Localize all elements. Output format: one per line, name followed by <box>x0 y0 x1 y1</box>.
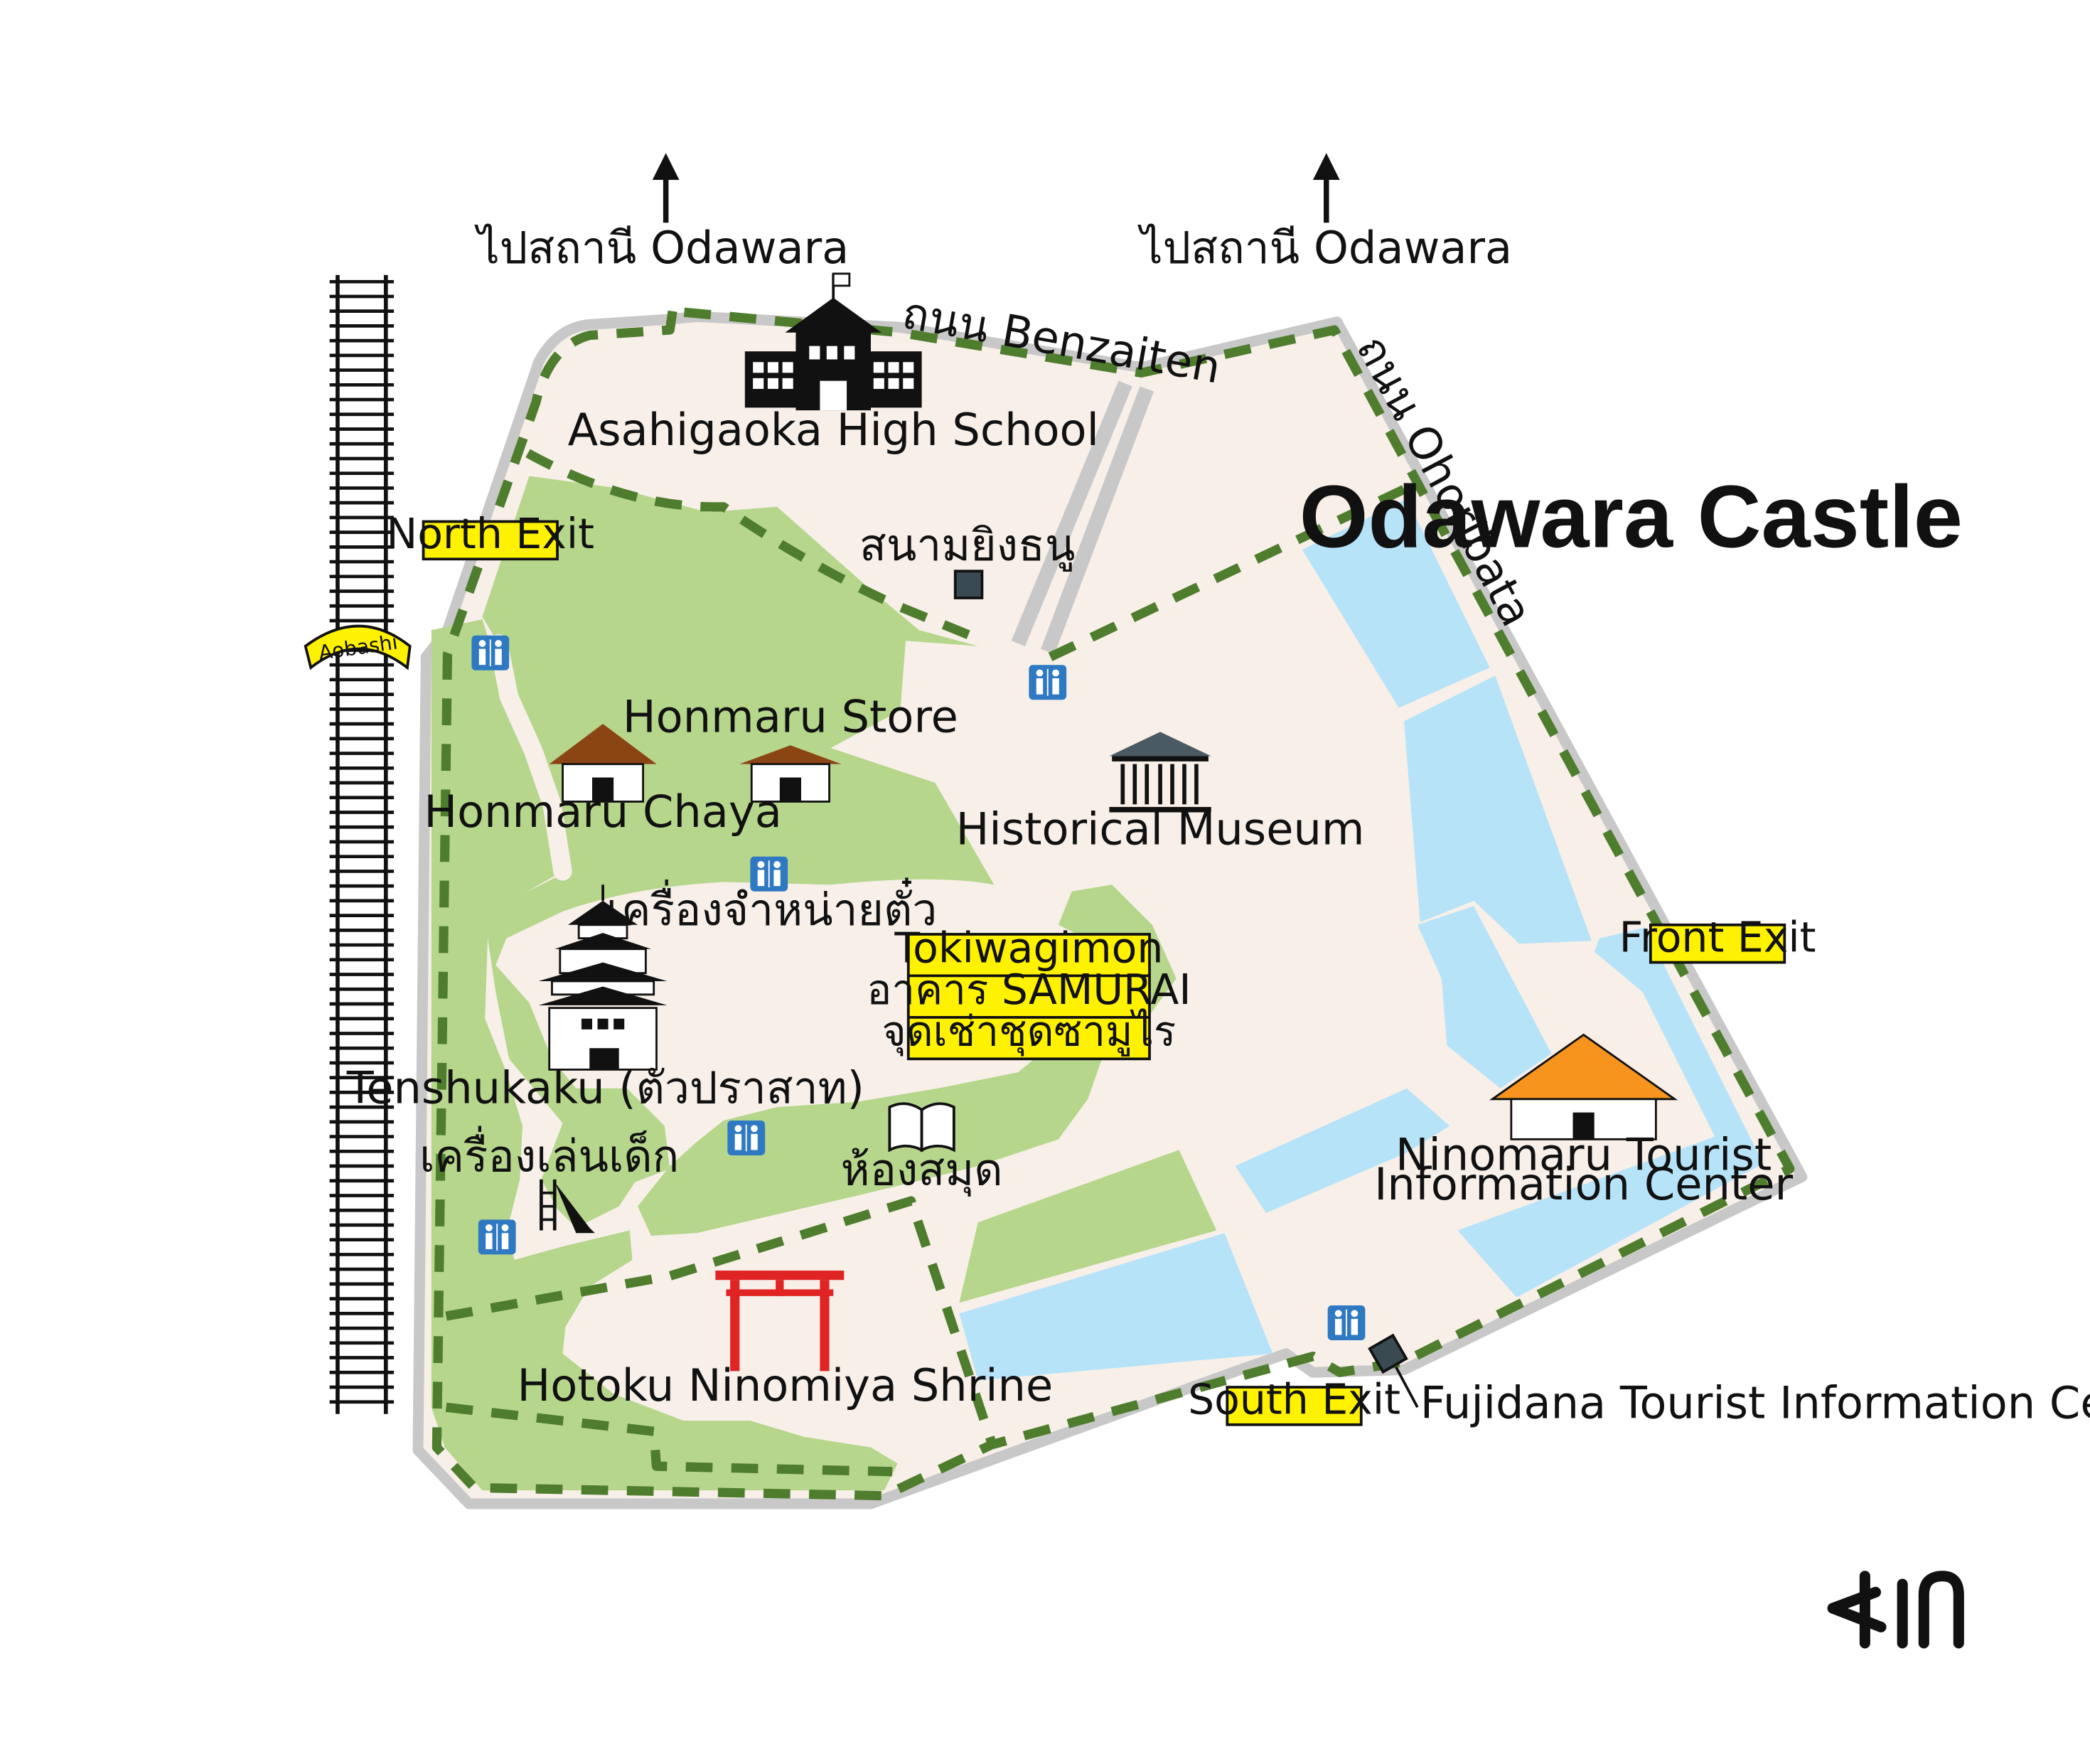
fujidana-label: Fujidana Tourist Information Center <box>1420 1377 2090 1428</box>
walkway <box>488 634 572 881</box>
archery-label: สนามยิงธนู <box>859 519 1076 572</box>
museum-label: Historical Museum <box>956 803 1365 855</box>
front-exit-sign[interactable]: Front Exit <box>1619 914 1816 964</box>
house-icon <box>739 745 842 803</box>
arrow-up-icon <box>1312 153 1340 223</box>
toilet-icon <box>1029 665 1067 700</box>
walking-path <box>432 306 1795 1501</box>
book-icon <box>888 1102 955 1153</box>
toilet-icon <box>1327 1305 1366 1341</box>
moat <box>959 498 1764 1381</box>
toilet-icon <box>471 635 510 670</box>
info-box-line: จุดเช่าชุดซามูไร <box>881 1007 1176 1057</box>
direction-label-right: ไปสถานี Odawara <box>1137 222 1512 274</box>
library-label: ห้องสมุด <box>841 1143 1003 1196</box>
honmaru-chaya-label: Honmaru Chaya <box>424 786 782 838</box>
shrine-label: Hotoku Ninomiya Shrine <box>518 1359 1054 1411</box>
info-center-icon <box>1368 1333 1419 1408</box>
toilet-icon <box>750 856 788 892</box>
archery-icon <box>953 570 984 599</box>
inner-road <box>1011 380 1132 646</box>
south-exit-sign[interactable]: South Exit <box>1188 1376 1400 1426</box>
arrow-up-icon <box>652 153 680 223</box>
tokiwagimon-info-box: Tokiwagimon อาคาร SAMURAI จุดเช่าชุดซามู… <box>867 924 1191 1061</box>
logo-icon <box>1827 1571 1964 1649</box>
north-exit-sign[interactable]: North Exit <box>387 510 595 561</box>
info-center-icon <box>1489 1033 1678 1140</box>
slide-icon <box>540 1179 595 1234</box>
front-exit-label: Front Exit <box>1619 914 1816 962</box>
museum-icon <box>1109 732 1211 813</box>
house-icon <box>549 724 657 803</box>
honmaru-store-label: Honmaru Store <box>623 690 958 742</box>
info-box-line: Tokiwagimon <box>894 924 1163 973</box>
toilet-icon <box>727 1120 766 1155</box>
ticket-machine-label: เครื่องจำหน่ายตั๋ว <box>606 877 938 936</box>
flag-icon <box>832 272 851 301</box>
south-exit-label: South Exit <box>1188 1376 1400 1424</box>
railway-icon <box>329 274 395 1414</box>
torii-icon <box>715 1271 845 1372</box>
toilet-icon <box>478 1219 516 1255</box>
info-box-line: อาคาร SAMURAI <box>867 966 1191 1014</box>
ninomaru-label-line1: Ninomaru Tourist <box>1395 1129 1772 1181</box>
tenshukaku-label: Tenshukaku (ตัวปราสาท) <box>346 1062 864 1113</box>
high-school-label: Asahigaoka High School <box>568 404 1099 456</box>
direction-label-left: ไปสถานี Odawara <box>474 222 850 274</box>
castle-icon <box>538 884 668 1071</box>
school-icon <box>744 272 922 411</box>
north-exit-label: North Exit <box>387 510 595 558</box>
inner-road <box>1041 386 1154 655</box>
playground-label: เครื่องเล่นเด็ก <box>419 1126 679 1182</box>
ninomaru-label-line2: Information Center <box>1374 1158 1793 1210</box>
map-title: Odawara Castle <box>1299 467 1963 566</box>
